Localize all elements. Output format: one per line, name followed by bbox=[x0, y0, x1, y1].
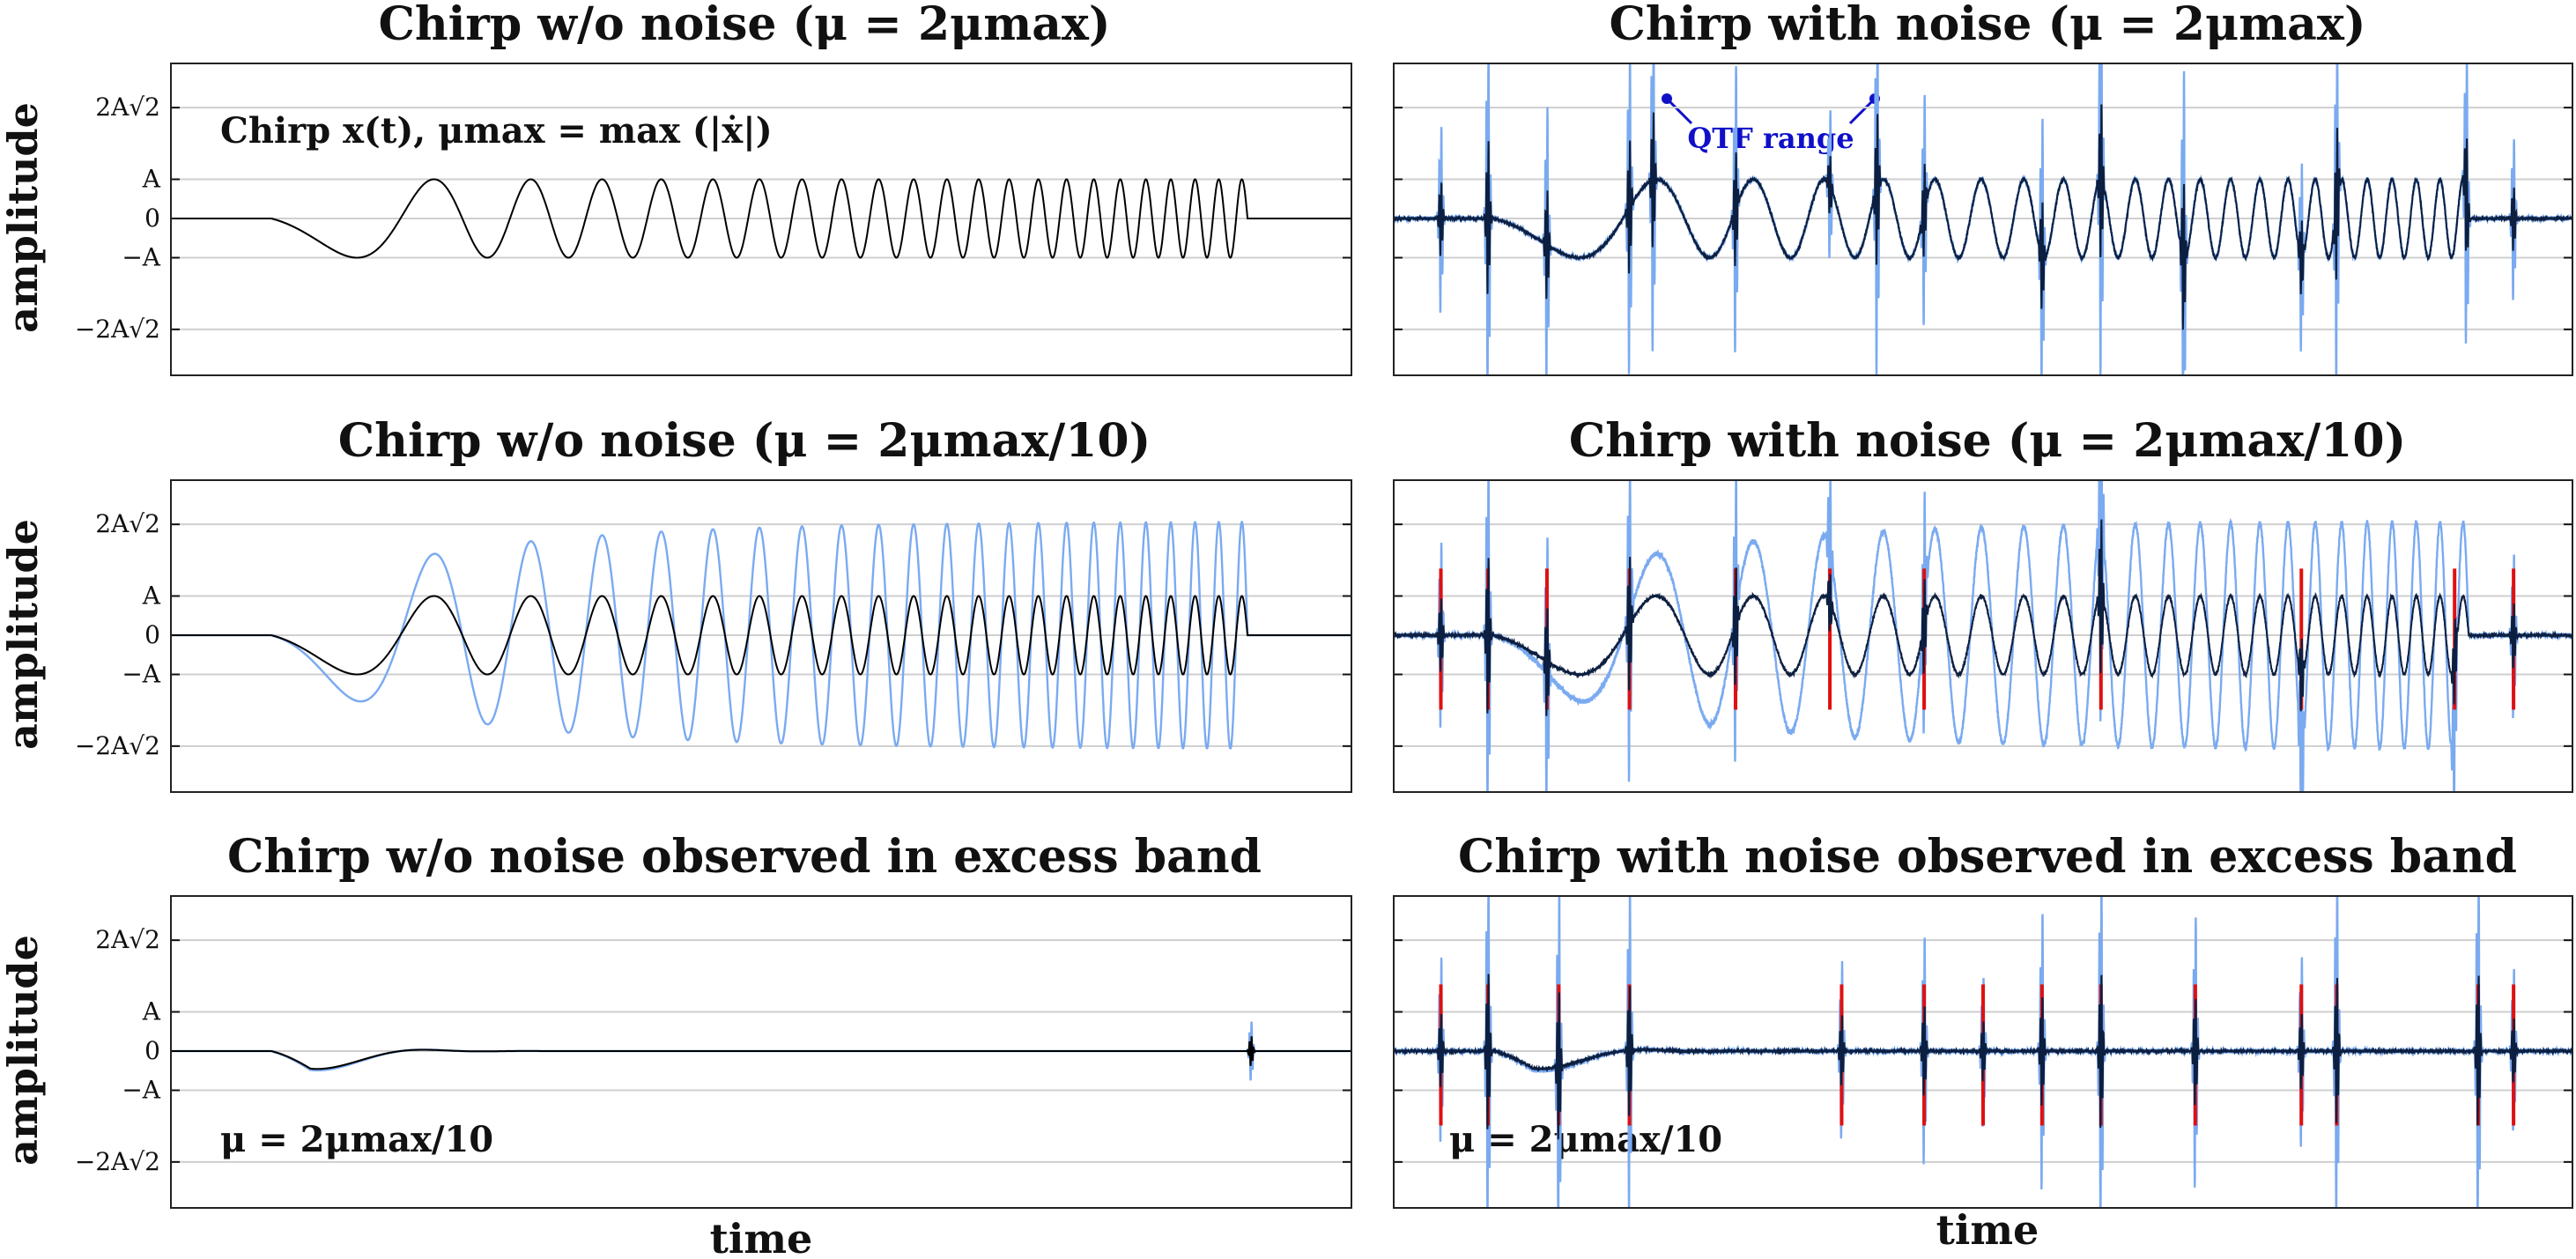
title-panel-6: Chirp with noise observed in excess band bbox=[1458, 830, 2517, 884]
series-clean bbox=[171, 595, 1351, 676]
panel-6 bbox=[1393, 895, 2573, 1209]
ytick-label: −A bbox=[122, 1076, 160, 1105]
title-panel-4: Chirp with noise (μ = 2μmax/10) bbox=[1569, 414, 2406, 468]
series-filtered bbox=[1394, 519, 2572, 716]
series-observed bbox=[171, 520, 1351, 750]
annotation-chirp-definition: Chirp x(t), μmax = max (|ẋ|) bbox=[220, 110, 773, 152]
title-panel-1: Chirp w/o noise (μ = 2μmax) bbox=[378, 0, 1110, 51]
axes-frame bbox=[170, 63, 1352, 376]
ytick-label: −2A√2 bbox=[75, 315, 160, 344]
ytick-label: −2A√2 bbox=[75, 1147, 160, 1176]
axes-frame bbox=[1393, 479, 2573, 793]
axes-frame bbox=[170, 479, 1352, 793]
ytick-label: 0 bbox=[144, 620, 160, 649]
panel-2 bbox=[1393, 63, 2573, 376]
panel-3: 2A√2A 0 −A −2A√2 bbox=[75, 479, 1352, 793]
ylabel-row-1: amplitude bbox=[0, 102, 47, 333]
ylabel-row-3: amplitude bbox=[0, 935, 47, 1166]
series-clean bbox=[171, 178, 1351, 259]
axes-frame bbox=[1393, 63, 2573, 376]
series-filtered bbox=[1394, 974, 2572, 1140]
ytick-label: 0 bbox=[144, 204, 160, 233]
ytick-label: 0 bbox=[144, 1036, 160, 1065]
ytick-label: −2A√2 bbox=[75, 731, 160, 760]
ytick-label: 2A√2 bbox=[95, 93, 160, 122]
panel-1: 2A√2A 0 −A −2A√2 bbox=[75, 63, 1352, 376]
qtf-range-annotation: QTF range bbox=[1662, 93, 1880, 155]
ytick-label: −A bbox=[122, 660, 160, 689]
ytick-label: A bbox=[142, 581, 161, 611]
qtf-range-label: QTF range bbox=[1687, 122, 1854, 155]
xlabel-right: time bbox=[1936, 1206, 2039, 1254]
series-clean bbox=[171, 1036, 1351, 1070]
series-filtered bbox=[1394, 104, 2572, 330]
ytick-label: 2A√2 bbox=[95, 509, 160, 538]
ytick-label: −A bbox=[122, 243, 160, 272]
title-panel-3: Chirp w/o noise (μ = 2μmax/10) bbox=[338, 414, 1151, 468]
panel-4 bbox=[1393, 479, 2573, 793]
ytick-label: A bbox=[142, 165, 161, 194]
axes-frame bbox=[170, 895, 1352, 1209]
title-panel-5: Chirp w/o noise observed in excess band bbox=[227, 830, 1262, 884]
ylabel-row-2: amplitude bbox=[0, 519, 47, 750]
annotation-mu-left: μ = 2μmax/10 bbox=[220, 1119, 493, 1160]
annotation-mu-right: μ = 2μmax/10 bbox=[1449, 1119, 1722, 1160]
ytick-label: 2A√2 bbox=[95, 925, 160, 954]
axes-frame bbox=[1393, 895, 2573, 1209]
series-observed bbox=[1394, 480, 2572, 792]
xlabel-left: time bbox=[710, 1215, 813, 1259]
panel-5: 2A√2A 0 −A −2A√2 bbox=[75, 895, 1352, 1209]
ytick-label: A bbox=[142, 997, 161, 1026]
title-panel-2: Chirp with noise (μ = 2μmax) bbox=[1610, 0, 2366, 51]
